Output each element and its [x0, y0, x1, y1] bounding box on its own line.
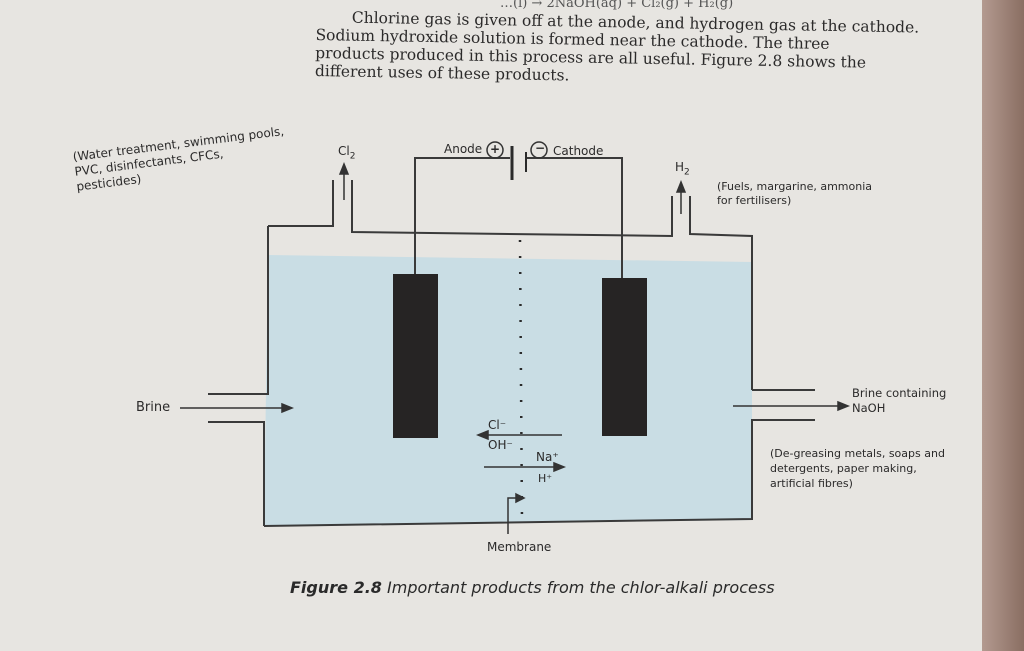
ion-hydrogen: H⁺ — [538, 472, 553, 485]
brine-out-line: Brine containing — [852, 386, 947, 400]
ion-hydroxide: OH⁻ — [488, 438, 513, 452]
membrane-pointer — [507, 497, 518, 534]
anode-electrode — [393, 274, 438, 438]
tank-left-wall-upper — [208, 226, 269, 395]
cl2-arrowhead — [338, 161, 350, 175]
ion-sodium: Na⁺ — [536, 450, 559, 464]
tank-left-wall-lower — [208, 421, 265, 526]
brine-in-label: Brine — [136, 400, 171, 415]
h2-text: H — [675, 160, 685, 174]
hydrogen-uses-line: for fertilisers) — [717, 194, 792, 207]
anode-wire — [414, 157, 510, 276]
figure-number: Figure 2.8 — [290, 578, 382, 597]
hydrogen-uses-label: (Fuels, margarine, ammonia for fertilise… — [717, 180, 872, 208]
cropped-equation: …(l) → 2NaOH(aq) + Cl₂(g) + H₂(g) — [500, 0, 734, 11]
cathode-sign: − — [535, 141, 546, 155]
cathode-label: Cathode — [553, 144, 604, 158]
anion-arrowhead — [475, 429, 489, 441]
naoh-uses-label: (De-greasing metals, soaps and detergent… — [770, 446, 945, 491]
h2-arrowhead — [675, 179, 687, 193]
cathode-sign-circle — [530, 141, 548, 159]
cl2-label: Cl2 — [338, 144, 355, 161]
ion-chloride: Cl⁻ — [488, 418, 507, 432]
membrane-pointer-head — [515, 492, 526, 504]
brine-out-line: NaOH — [852, 401, 886, 415]
tank-lid-left — [268, 180, 334, 227]
tank-lid-right — [689, 196, 753, 390]
brine-in-arrowhead — [281, 402, 295, 414]
h2-label: H2 — [675, 160, 690, 177]
anode-sign-circle — [486, 141, 504, 159]
brine-out-label: Brine containing NaOH — [852, 386, 946, 416]
naoh-uses-line: (De-greasing metals, soaps and — [770, 447, 945, 460]
h2-subscript: 2 — [684, 167, 690, 178]
brine-out-arrowhead — [837, 400, 851, 412]
naoh-uses-line: detergents, paper making, — [770, 462, 917, 475]
cathode-electrode — [602, 278, 647, 436]
brine-solution — [264, 255, 752, 526]
tank-lid-middle — [351, 180, 673, 238]
cathode-wire — [527, 157, 623, 278]
anode-label: Anode — [444, 142, 483, 156]
cl2-subscript: 2 — [349, 151, 356, 162]
hydrogen-uses-line: (Fuels, margarine, ammonia — [717, 180, 873, 193]
membrane-label: Membrane — [487, 540, 552, 554]
cation-arrowhead — [553, 461, 567, 473]
figure-caption-text: Important products from the chlor-alkali… — [387, 578, 775, 597]
page-edge-shadow — [982, 0, 1024, 651]
naoh-uses-line: artificial fibres) — [770, 477, 853, 490]
cl2-text: Cl — [338, 144, 350, 158]
figure-caption: Figure 2.8 Important products from the c… — [290, 578, 775, 597]
anode-sign: + — [490, 142, 501, 156]
